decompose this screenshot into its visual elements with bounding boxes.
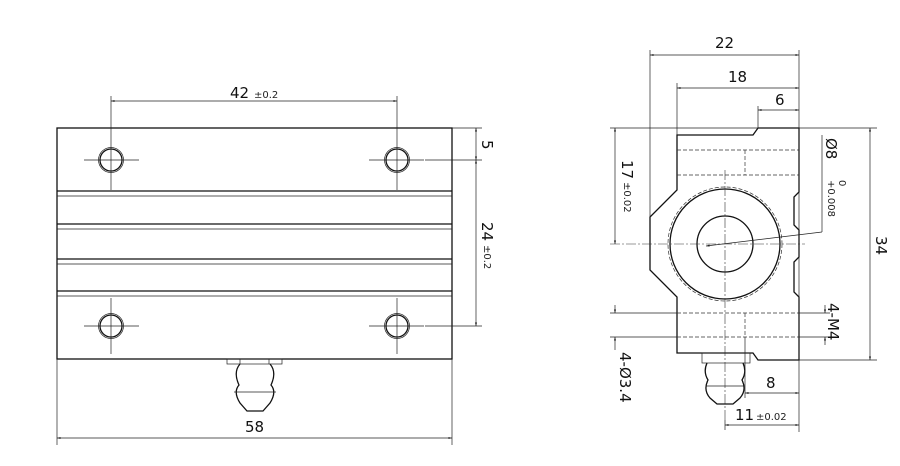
dim-center-offset-tol: ±0.02 [756, 412, 787, 423]
front-view: 42 ±0.2 5 24 ±0.2 58 [56, 84, 496, 445]
block-outline [56, 127, 453, 360]
dim-body-width: 18 [728, 68, 747, 86]
side-view: 22 18 6 34 17 ±0.02 Ø8 +0.008 0 4-M4 4-Ø… [610, 34, 890, 432]
dim-center-offset: 11 [735, 406, 754, 424]
grease-nipple [226, 358, 283, 412]
dim-bore-tol-upper: +0.008 [825, 180, 836, 217]
hole [369, 298, 424, 354]
dim-bore-tol-lower: 0 [836, 180, 847, 186]
dim-length: 58 [245, 418, 264, 436]
hidden-holes [677, 149, 799, 338]
dim-center-height: 17 [618, 160, 636, 179]
dim-edge-offset: 5 [478, 140, 496, 150]
dim-bore: Ø8 [822, 138, 840, 159]
mounting-holes [84, 133, 424, 354]
hole [84, 298, 139, 354]
dim-hole-spacing-tol: ±0.2 [254, 90, 278, 101]
dim-thread: 4-M4 [824, 303, 842, 340]
dim-hole-spacing: 42 [230, 84, 249, 102]
dim-width: 22 [715, 34, 734, 52]
dim-height: 34 [872, 236, 890, 255]
dim-vertical-spacing-tol: ±0.2 [481, 245, 492, 269]
grease-nipple-side [701, 352, 751, 405]
dim-vertical-spacing: 24 [478, 222, 496, 241]
dim-hole-offset: 8 [766, 374, 776, 392]
dim-step: 6 [775, 91, 785, 109]
grooves [57, 190, 452, 297]
dim-center-height-tol: ±0.02 [621, 182, 632, 213]
dim-through-hole: 4-Ø3.4 [616, 352, 634, 403]
hole [84, 133, 139, 190]
hole [369, 133, 424, 190]
